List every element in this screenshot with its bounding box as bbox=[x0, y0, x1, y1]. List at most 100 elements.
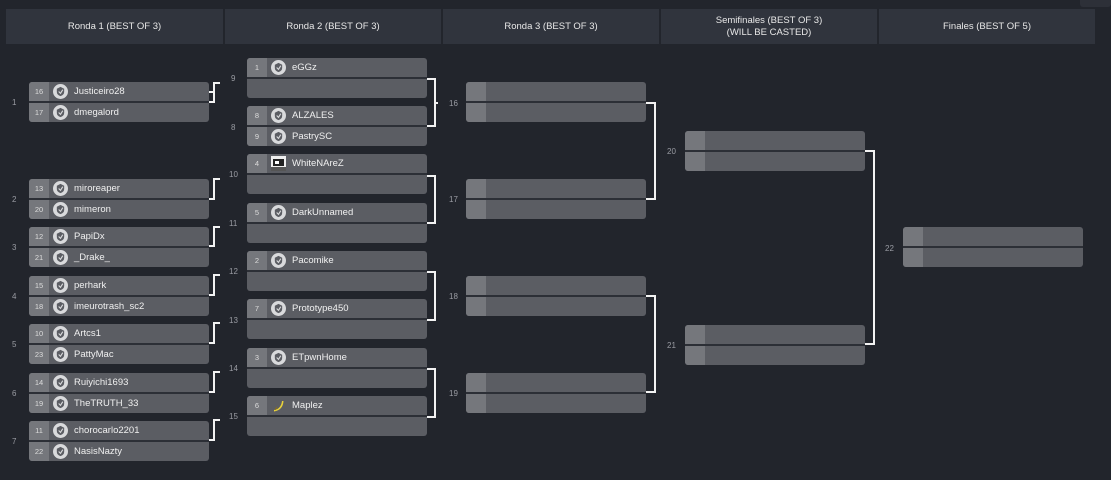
empty-slot[interactable] bbox=[466, 200, 646, 219]
seed-number: 15 bbox=[29, 276, 49, 295]
empty-slot[interactable] bbox=[247, 272, 427, 291]
match-22[interactable] bbox=[903, 227, 1083, 267]
empty-slot[interactable] bbox=[466, 297, 646, 316]
bracket-connector bbox=[213, 371, 220, 373]
seed-box bbox=[466, 200, 486, 219]
match-19[interactable] bbox=[466, 373, 646, 413]
match-17[interactable] bbox=[466, 179, 646, 219]
player-name: Maplez bbox=[292, 400, 323, 411]
bracket-connector bbox=[427, 271, 436, 273]
top-right-tab[interactable] bbox=[1080, 0, 1111, 7]
empty-slot[interactable] bbox=[466, 179, 646, 198]
match-number: 20 bbox=[667, 147, 676, 156]
empty-slot[interactable] bbox=[466, 276, 646, 295]
finals-header: Finales (BEST OF 5) bbox=[879, 9, 1097, 44]
shield-icon bbox=[53, 278, 68, 293]
shield-icon bbox=[271, 60, 286, 75]
seed-box bbox=[685, 346, 705, 365]
bracket-connector bbox=[646, 102, 656, 104]
empty-slot[interactable] bbox=[903, 248, 1083, 267]
seed-number: 16 bbox=[29, 82, 49, 101]
empty-slot[interactable] bbox=[247, 79, 427, 98]
empty-slot[interactable] bbox=[247, 175, 427, 194]
empty-slot[interactable] bbox=[247, 320, 427, 339]
empty-slot[interactable] bbox=[466, 373, 646, 392]
player-name: PapiDx bbox=[74, 231, 105, 242]
semifinals-header: Semifinales (BEST OF 3)(WILL BE CASTED) bbox=[661, 9, 879, 44]
empty-slot[interactable] bbox=[685, 152, 865, 171]
seed-number: 18 bbox=[29, 297, 49, 316]
bracket-connector bbox=[434, 368, 436, 418]
empty-slot[interactable] bbox=[685, 325, 865, 344]
empty-slot[interactable] bbox=[466, 103, 646, 122]
player-name: Ruiyichi1693 bbox=[74, 377, 129, 388]
match-18[interactable] bbox=[466, 276, 646, 316]
player-name: DarkUnnamed bbox=[292, 207, 354, 218]
match-16[interactable] bbox=[466, 82, 646, 122]
bracket-connector bbox=[865, 343, 875, 345]
player-name: NasisNazty bbox=[74, 446, 123, 457]
match-number: 14 bbox=[229, 364, 238, 373]
empty-slot[interactable] bbox=[466, 394, 646, 413]
bracket-connector bbox=[427, 78, 436, 80]
empty-slot[interactable] bbox=[466, 82, 646, 101]
bracket-connector bbox=[213, 274, 220, 276]
bracket-connector bbox=[427, 175, 436, 177]
empty-slot[interactable] bbox=[247, 417, 427, 436]
match-number: 6 bbox=[12, 389, 17, 398]
match-21[interactable] bbox=[685, 325, 865, 365]
empty-slot[interactable] bbox=[247, 224, 427, 243]
empty-slot[interactable] bbox=[247, 369, 427, 388]
match-20[interactable] bbox=[685, 131, 865, 171]
bracket-connector bbox=[209, 342, 215, 344]
player-slot[interactable]: 21_Drake_ bbox=[29, 248, 209, 267]
empty-slot[interactable] bbox=[685, 346, 865, 365]
player-name: WhiteNAreZ bbox=[292, 158, 344, 169]
match-number: 10 bbox=[229, 170, 238, 179]
player-name: ETpwnHome bbox=[292, 352, 347, 363]
shield-icon bbox=[271, 108, 286, 123]
seed-box bbox=[466, 179, 486, 198]
empty-slot[interactable] bbox=[685, 131, 865, 150]
empty-slot[interactable] bbox=[903, 227, 1083, 246]
match-number: 12 bbox=[229, 267, 238, 276]
bracket-connector bbox=[434, 102, 438, 104]
